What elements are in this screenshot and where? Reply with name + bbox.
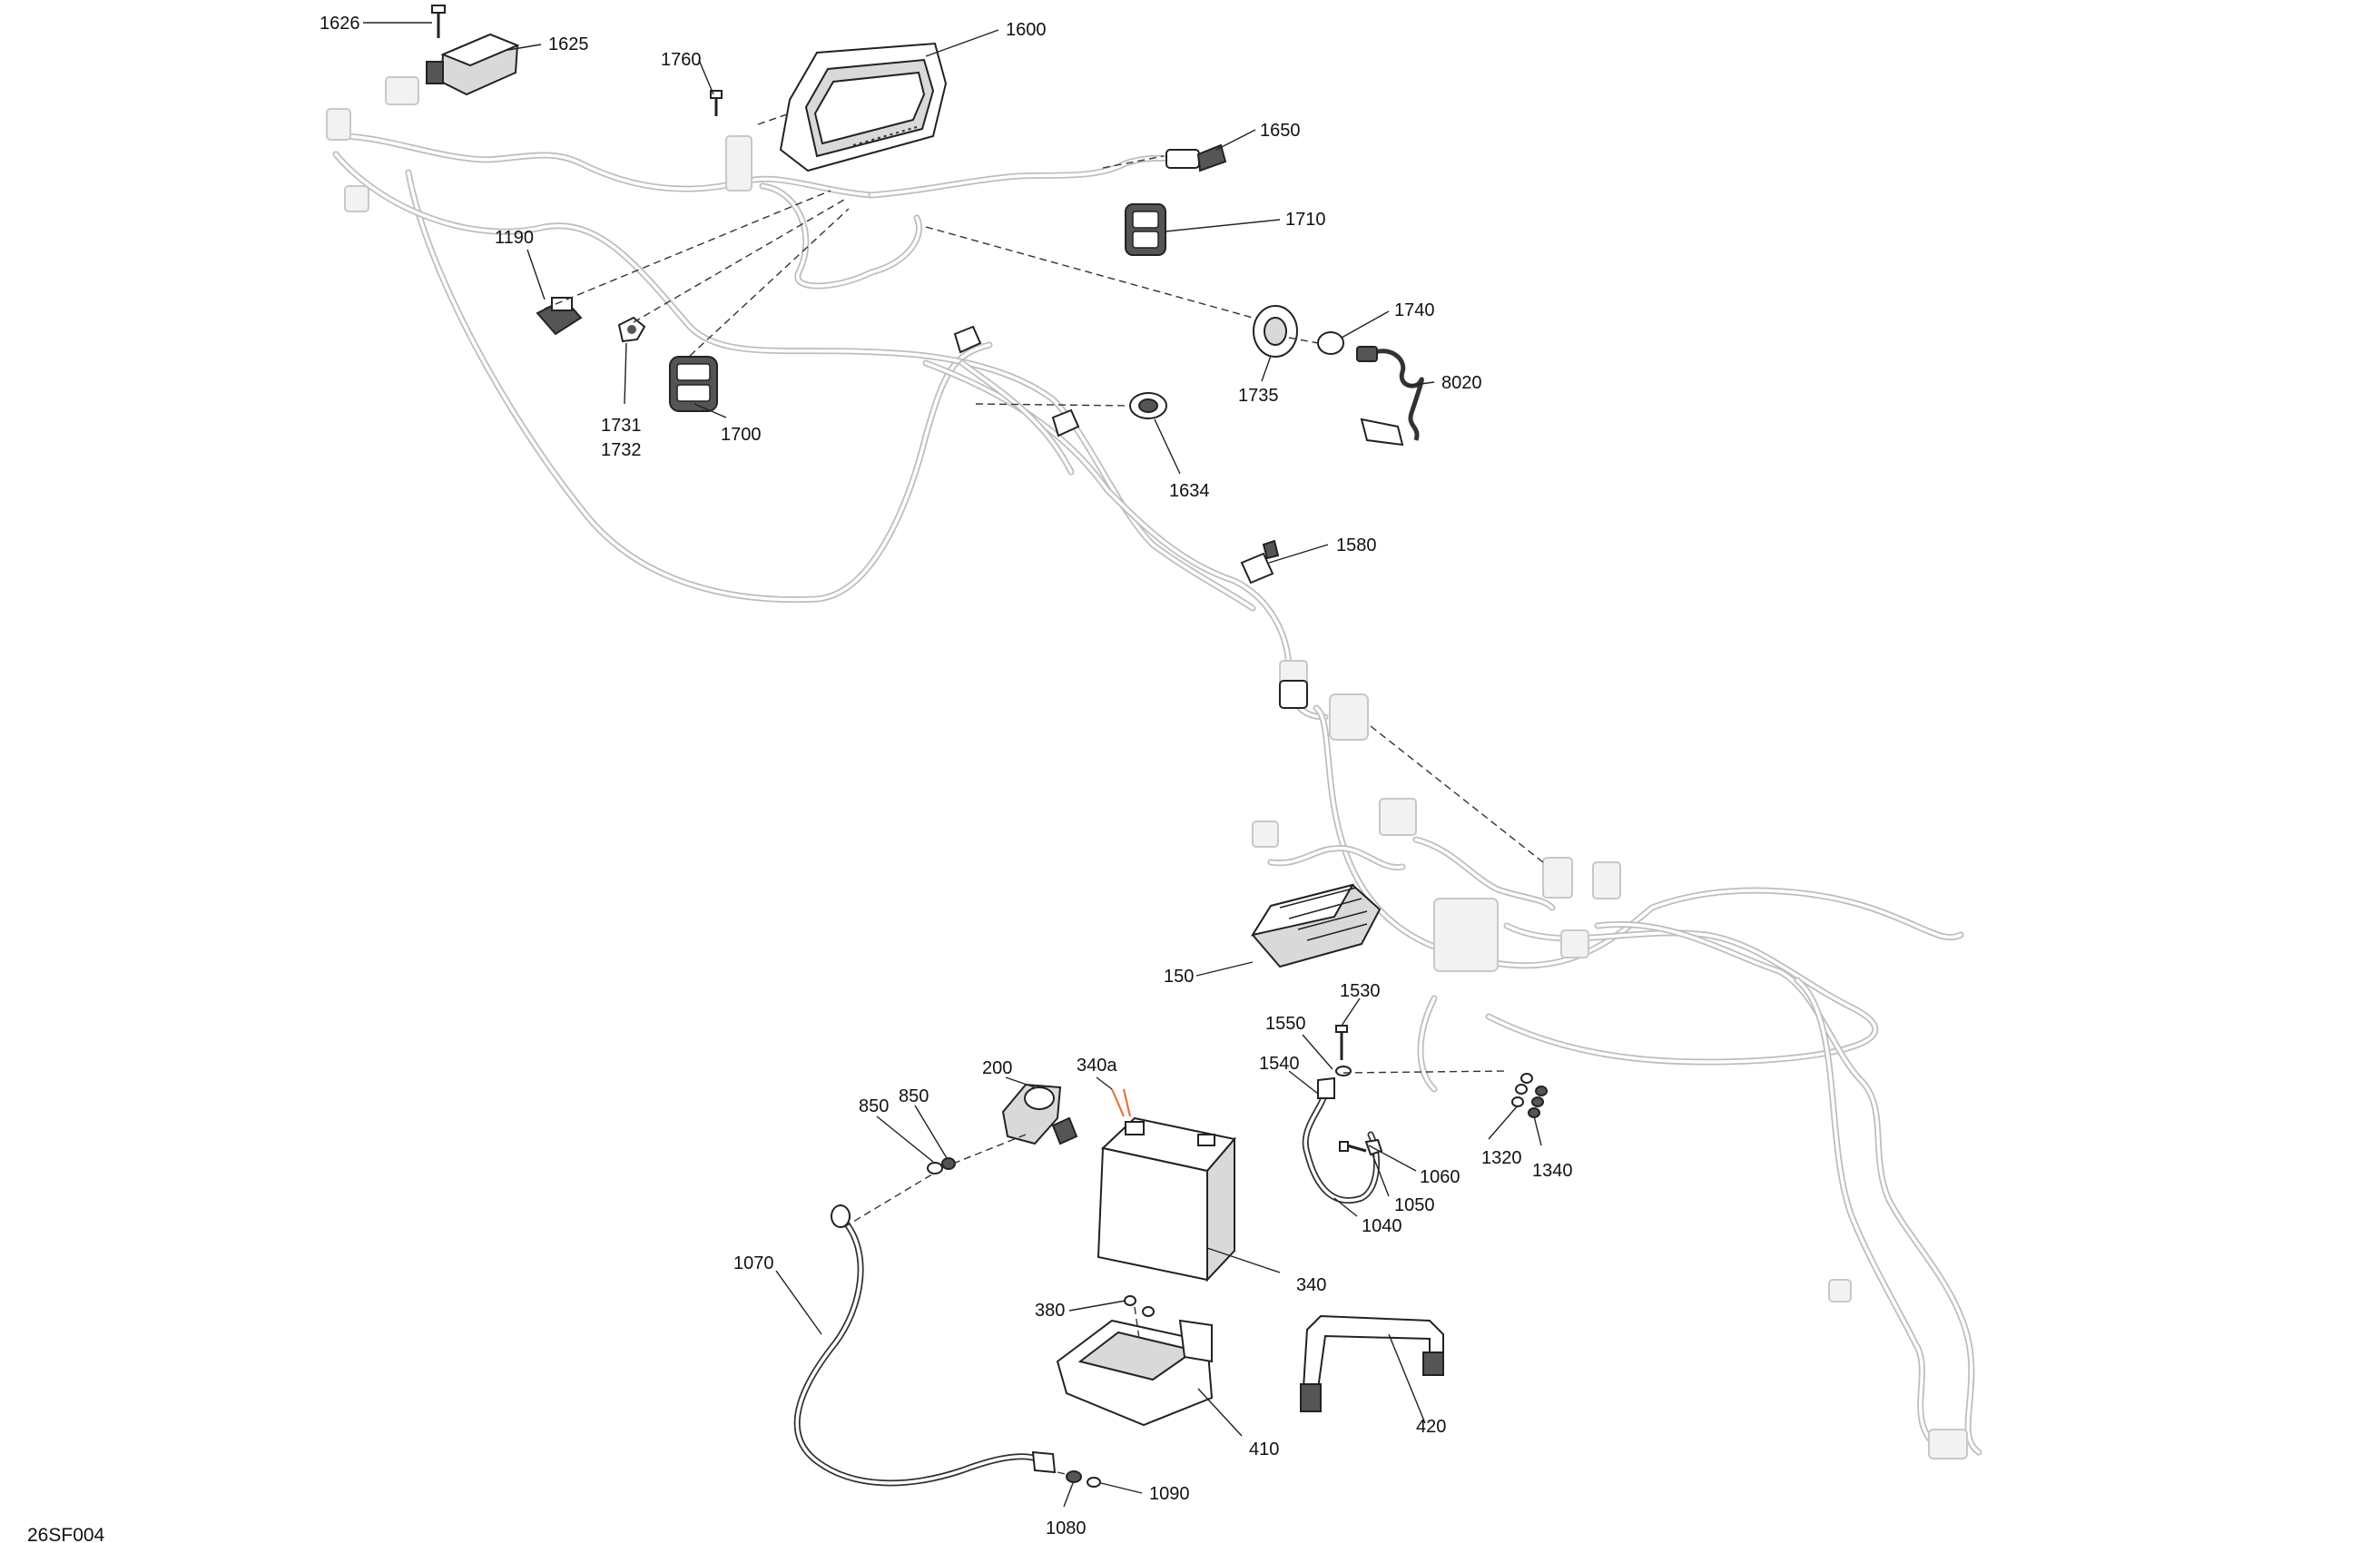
callout-1600: 1600 [1006, 20, 1047, 40]
cap-1740 [1317, 331, 1344, 355]
ground-cable-1040 [1302, 1076, 1381, 1204]
hold-down-strap-420 [1300, 1314, 1444, 1412]
callout-1320: 1320 [1481, 1148, 1522, 1168]
reference-code: 26SF004 [27, 1525, 105, 1543]
coiled-cord-8020 [1356, 346, 1424, 447]
voltage-regulator-150 [1250, 883, 1382, 968]
callout-1080: 1080 [1046, 1518, 1087, 1538]
sensor-1650 [1165, 143, 1227, 172]
battery-340 [1097, 1116, 1236, 1283]
callout-340: 340 [1296, 1275, 1326, 1295]
screw-1060 [1339, 1141, 1367, 1153]
screw-1760 [710, 90, 723, 116]
nut-850-left [927, 1162, 943, 1174]
callout-340a: 340a [1077, 1056, 1117, 1076]
callout-850-left: 850 [859, 1096, 889, 1116]
callout-150: 150 [1164, 967, 1194, 987]
screw-1530 [1335, 1025, 1348, 1060]
nuts-1340 [1528, 1086, 1548, 1118]
callout-1340: 1340 [1532, 1161, 1573, 1181]
washer-1090 [1087, 1477, 1101, 1488]
leader-lines [363, 22, 1542, 1508]
callout-1040: 1040 [1362, 1216, 1402, 1236]
nut-850-right [941, 1157, 956, 1170]
screws-380 [1124, 1295, 1155, 1317]
callout-380: 380 [1035, 1301, 1065, 1321]
callout-1540: 1540 [1259, 1054, 1300, 1074]
callout-1090: 1090 [1149, 1484, 1190, 1504]
connector-mid-harness [1279, 680, 1308, 709]
instrument-cluster-1600 [779, 42, 948, 172]
callout-1070: 1070 [733, 1253, 774, 1273]
screw-1626 [431, 5, 446, 38]
switch-1710 [1125, 203, 1166, 256]
screws-1320 [1511, 1073, 1533, 1107]
callout-1550: 1550 [1265, 1014, 1306, 1034]
washer-1550 [1335, 1066, 1352, 1076]
callout-1580: 1580 [1336, 536, 1377, 555]
callout-1731: 1731 [601, 416, 642, 436]
battery-cable-1070 [793, 1204, 1057, 1487]
callout-200: 200 [982, 1058, 1012, 1078]
connector-1190 [536, 297, 583, 336]
nut-1080 [1066, 1470, 1082, 1483]
callout-1700: 1700 [721, 425, 762, 445]
callout-1634: 1634 [1169, 481, 1210, 501]
callout-850-right: 850 [899, 1086, 929, 1106]
callout-labels: 1626 1625 1760 1600 1650 1710 1190 1740 … [320, 14, 1573, 1538]
nut-1050 [1364, 1138, 1383, 1156]
callout-8020: 8020 [1441, 373, 1482, 393]
callout-1625: 1625 [548, 34, 589, 54]
callout-1760: 1760 [661, 50, 702, 70]
callout-1530: 1530 [1340, 981, 1381, 1001]
assembly-lines [544, 113, 1544, 1476]
module-1625 [426, 33, 520, 96]
clip-harness-upper [953, 325, 1080, 437]
callout-1740: 1740 [1394, 300, 1435, 320]
wiring-harness [326, 76, 1982, 1459]
socket-1634 [1129, 392, 1167, 419]
callout-1050: 1050 [1394, 1195, 1435, 1215]
callout-1190: 1190 [495, 228, 534, 248]
callout-1626: 1626 [320, 14, 360, 34]
terminal-screws-340a [1110, 1088, 1132, 1117]
callout-420: 420 [1416, 1417, 1446, 1437]
callout-1710: 1710 [1285, 210, 1326, 230]
switch-1700 [669, 356, 718, 412]
callout-1650: 1650 [1260, 121, 1301, 141]
callout-1735: 1735 [1238, 386, 1279, 406]
battery-tray-410 [1056, 1319, 1214, 1427]
callout-410: 410 [1249, 1440, 1279, 1459]
nut-1731 [617, 316, 646, 343]
solenoid-200 [1001, 1083, 1078, 1145]
outlet-1735 [1253, 305, 1298, 358]
callout-1060: 1060 [1420, 1167, 1460, 1187]
callout-1732: 1732 [601, 440, 642, 460]
clip-1580 [1240, 539, 1280, 585]
